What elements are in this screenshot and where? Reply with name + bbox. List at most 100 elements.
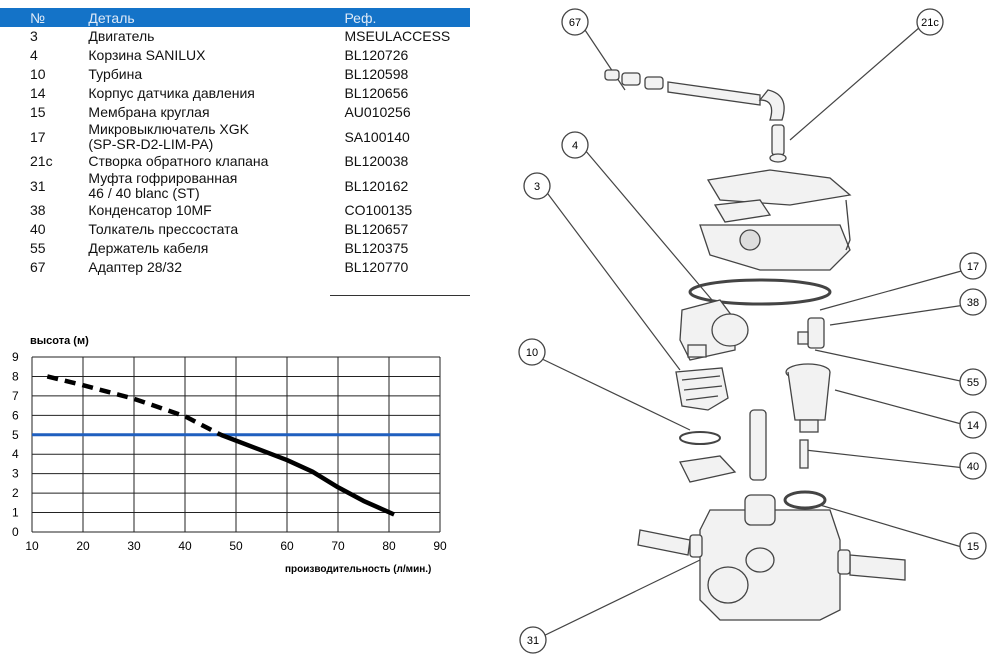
motor-part [679, 299, 749, 361]
part-number: 38 [30, 202, 46, 218]
part-name: Корпус датчика давления [88, 85, 255, 101]
callout-label: 3 [534, 181, 540, 193]
part-ref: BL120656 [344, 85, 409, 101]
y-tick-label: 8 [12, 369, 19, 383]
part-ref: CO100135 [344, 202, 413, 218]
cover-port [739, 229, 761, 251]
part-ref: BL120726 [344, 47, 409, 63]
callout-label: 4 [572, 140, 578, 152]
part-number: 4 [30, 47, 38, 63]
callout-circle [959, 368, 987, 396]
header-number: № [0, 8, 89, 27]
callout-circle [916, 8, 944, 36]
table-row: 14 Корпус датчика давления BL120656 [0, 84, 470, 103]
part-ref: BL120598 [344, 66, 409, 82]
series-line-solid [219, 432, 396, 517]
table-header-row: № Деталь Реф. [0, 8, 470, 27]
part-name: Толкатель прессостата [88, 221, 239, 237]
table-row: 67 Адаптер 28/32 BL120770 [0, 258, 470, 277]
part-ref: BL120657 [344, 221, 409, 237]
x-tick-label: 70 [331, 539, 345, 553]
part-number: 40 [30, 221, 46, 237]
callout-circle [959, 252, 987, 280]
cable-clip-part [845, 199, 851, 251]
callout-label: 15 [967, 541, 979, 553]
leader-line-55 [814, 349, 966, 383]
callout-circle [523, 172, 551, 200]
upper-cover-part [699, 224, 851, 271]
lid-part [706, 169, 852, 206]
part-name: Конденсатор 10MF [88, 202, 212, 218]
pusher-part [799, 439, 809, 469]
y-tick-label: 5 [12, 428, 19, 442]
corrugated-coupling-part [637, 529, 906, 581]
callout-label: 40 [967, 461, 979, 473]
leader-line-15 [819, 504, 966, 549]
callout-circle [959, 288, 987, 316]
leader-line-40 [804, 449, 966, 469]
callout-3: 3 [523, 172, 551, 200]
frame-gasket-part [713, 199, 772, 223]
chart-grid [31, 356, 441, 533]
y-tick-label: 9 [12, 350, 19, 364]
x-tick-label: 30 [127, 539, 141, 553]
callout-label: 21c [921, 17, 939, 29]
header-part: Деталь [88, 8, 345, 27]
part-name: Муфта гофрированная 46 / 40 blanc (ST) [88, 170, 238, 201]
y-tick-label: 0 [12, 525, 19, 539]
leader-line-10 [539, 357, 691, 431]
turbine-plate-part [679, 455, 737, 483]
callout-label: 17 [967, 261, 979, 273]
part-name: Створка обратного клапана [88, 153, 269, 169]
pressure-sensor-part [785, 363, 831, 433]
callout-label: 14 [967, 420, 979, 432]
part-number: 31 [30, 177, 46, 194]
callout-15: 15 [959, 532, 987, 560]
table-row: 38 Конденсатор 10MF CO100135 [0, 201, 470, 220]
leader-line-38 [829, 304, 966, 326]
part-name: Адаптер 28/32 [88, 259, 182, 275]
callout-21c: 21c [916, 8, 944, 36]
x-tick-label: 10 [25, 539, 39, 553]
callout-label: 31 [527, 635, 539, 647]
x-tick-label: 40 [178, 539, 192, 553]
callout-67: 67 [561, 8, 589, 36]
part-number: 67 [30, 259, 46, 275]
table-bottom-rule [330, 295, 470, 296]
callout-circle [959, 411, 987, 439]
x-axis-label: производительность (л/мин.) [285, 564, 431, 575]
callout-17: 17 [959, 252, 987, 280]
part-number: 17 [30, 128, 46, 145]
part-ref: BL120770 [344, 259, 409, 275]
tank-part [699, 494, 841, 621]
part-ref: BL120162 [344, 177, 409, 194]
header-ref: Реф. [344, 8, 470, 27]
part-number: 15 [30, 104, 46, 120]
callout-55: 55 [959, 368, 987, 396]
basket-part [675, 367, 729, 411]
callout-31: 31 [519, 626, 547, 654]
callout-circle [519, 626, 547, 654]
callout-label: 55 [967, 377, 979, 389]
x-tick-label: 20 [76, 539, 90, 553]
pump-parts-drawing [604, 69, 906, 621]
callout-circle [561, 8, 589, 36]
callout-circle [959, 452, 987, 480]
callout-10: 10 [518, 338, 546, 366]
series-line-dashed [46, 374, 222, 437]
seal-ring-part [688, 278, 832, 306]
leader-line-31 [534, 559, 701, 641]
table-row: 40 Толкатель прессостата BL120657 [0, 220, 470, 239]
leader-line-4 [584, 149, 713, 301]
part-number: 14 [30, 85, 46, 101]
part-number: 10 [30, 66, 46, 82]
